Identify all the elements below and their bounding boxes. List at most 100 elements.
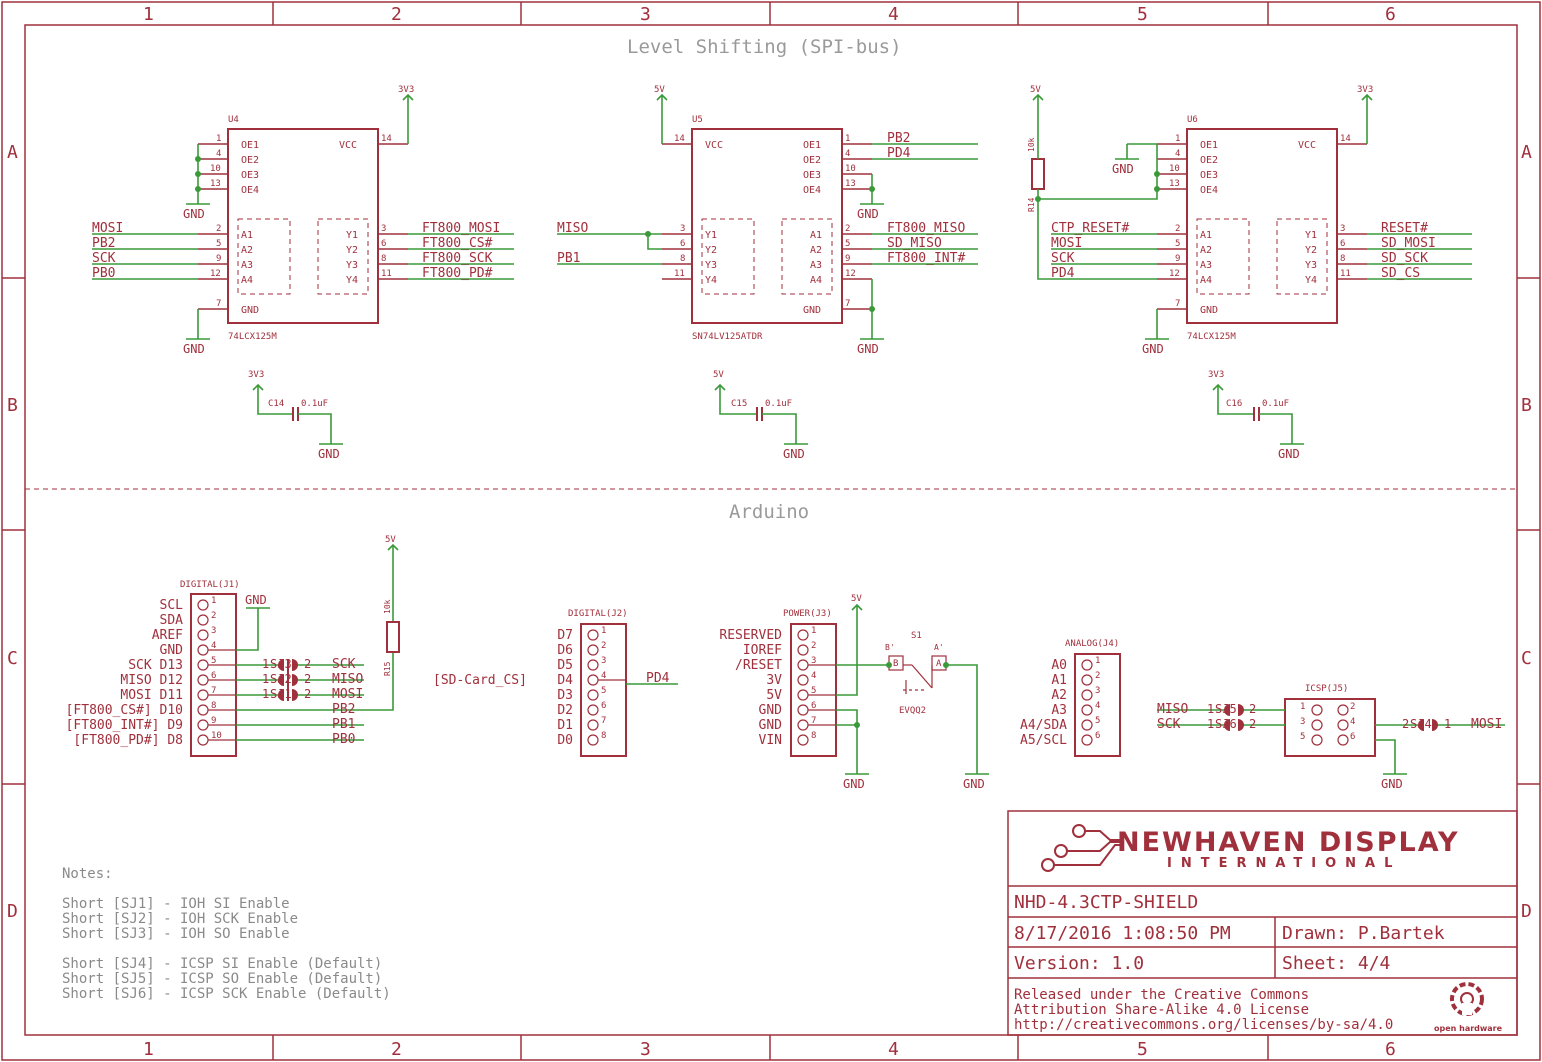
sj2-pin-2: 2 — [304, 672, 311, 686]
u6-vcc-power: 3V3 — [1357, 85, 1373, 95]
section-title-arduino: Arduino — [729, 501, 809, 523]
u5-net-ft800-miso: FT800_MISO — [887, 221, 965, 236]
c14-value: 0.1uF — [301, 399, 328, 409]
j3-pin-5: 5 — [811, 686, 816, 696]
j5-pin-6: 6 — [1350, 732, 1355, 742]
grid-col-5: 5 — [1137, 4, 1148, 25]
u6-pin-1: 1 — [1175, 134, 1180, 144]
u6-pin-12: 12 — [1169, 269, 1180, 279]
u5-a3: A3 — [810, 260, 822, 271]
section-title-level-shifting: Level Shifting (SPI-bus) — [627, 36, 902, 58]
j5-pin-2: 2 — [1350, 702, 1355, 712]
j1-label-d12: MISO D12 — [120, 673, 183, 688]
j3-label-gnd1: GND — [759, 703, 783, 718]
u4-ref: U4 — [228, 115, 239, 125]
j1-net-sck: SCK — [332, 657, 356, 672]
j1-body — [190, 593, 237, 757]
u6-vcc: VCC — [1298, 140, 1316, 151]
j2-pin-3: 3 — [601, 656, 606, 666]
u5-y4: Y4 — [705, 275, 717, 286]
u6-net-pd4: PD4 — [1051, 266, 1075, 281]
open-hardware-gear-icon — [1450, 982, 1484, 1016]
grid-col-2: 2 — [391, 4, 402, 25]
j5-gnd-label: GND — [1381, 777, 1403, 791]
j5-pin-3: 3 — [1300, 717, 1305, 727]
project-name: NHD-4.3CTP-SHIELD — [1014, 892, 1198, 913]
j3-pin-8: 8 — [811, 731, 816, 741]
u5-oe-gnd-label: GND — [857, 207, 879, 221]
u4-a-group — [237, 218, 291, 295]
c14-cap: 3V3 C14 0.1uF GND — [248, 370, 343, 461]
notes-title: Notes: — [62, 866, 113, 882]
j4-label-a1: A1 — [1051, 673, 1067, 688]
sj6-pin-1: 1 — [1207, 717, 1214, 731]
u5-vcc-arrow — [656, 93, 668, 101]
u6-gnd: GND — [1200, 305, 1218, 316]
c15-power: 5V — [713, 370, 724, 380]
j5-pin-5: 5 — [1300, 732, 1305, 742]
s1-a-prime: A' — [934, 643, 944, 652]
sj4-pin-2: 2 — [1402, 717, 1409, 731]
j1-label-gnd: GND — [160, 643, 184, 658]
sj5-pin-1: 1 — [1207, 702, 1214, 716]
j3-label-vin: VIN — [759, 733, 782, 748]
j2-pin-7: 7 — [601, 716, 606, 726]
j1-title: DIGITAL(J1) — [180, 580, 240, 590]
j3-body — [790, 623, 837, 757]
u6-pin-3: 3 — [1340, 224, 1345, 234]
j2-sd-card-tag: [SD-Card_CS] — [433, 673, 527, 688]
u5-buffer: U5 SN74LV125ATDR VCC OE1 OE2 OE3 OE4 Y1 … — [557, 85, 978, 356]
u6-pin-8: 8 — [1340, 254, 1345, 264]
u4-vcc: VCC — [339, 140, 357, 151]
r15-power-arrow — [387, 543, 399, 551]
j3-pin-1: 1 — [811, 626, 816, 636]
u4-y4: Y4 — [346, 275, 358, 286]
u6-a3: A3 — [1200, 260, 1212, 271]
u6-y4: Y4 — [1305, 275, 1317, 286]
u4-pin-1: 1 — [216, 134, 221, 144]
sj3-name: SJ3 — [270, 657, 292, 671]
u6-oe1: OE1 — [1200, 140, 1218, 151]
u4-pin-4: 4 — [216, 149, 221, 159]
u4-pin-2: 2 — [216, 224, 221, 234]
j2-pin-1: 1 — [601, 626, 606, 636]
u4-y3: Y3 — [346, 260, 358, 271]
j2-label-d6: D6 — [557, 643, 573, 658]
u4-pin-5: 5 — [216, 239, 221, 249]
u5-oe2: OE2 — [803, 155, 821, 166]
sj5-name: SJ5 — [1215, 702, 1237, 716]
u5-a1: A1 — [810, 230, 822, 241]
j1-label-sda: SDA — [160, 613, 184, 628]
j5-net-sck: SCK — [1157, 717, 1181, 732]
j1-label-aref: AREF — [152, 628, 183, 643]
u5-a4: A4 — [810, 275, 822, 286]
sj1-pin-2: 2 — [304, 687, 311, 701]
u4-y2: Y2 — [346, 245, 358, 256]
j1-pin-6: 6 — [211, 671, 216, 681]
sj3-jumper — [278, 659, 298, 701]
u6-y3: Y3 — [1305, 260, 1317, 271]
u5-net-miso: MISO — [557, 221, 588, 236]
license-line-3: http://creativecommons.org/licenses/by-s… — [1014, 1017, 1393, 1033]
j1-net-pb0: PB0 — [332, 732, 355, 747]
u4-vcc-arrow — [402, 93, 414, 101]
u6-net-sd-cs: SD_CS — [1381, 266, 1420, 281]
r14-value: 10k — [1027, 137, 1036, 152]
u4-body — [227, 128, 379, 324]
grid-row-c: C — [7, 648, 18, 669]
j3-pin-7: 7 — [811, 716, 816, 726]
grid-col-4-bottom: 4 — [888, 1039, 899, 1060]
u6-buffer: U6 74LCX125M OE1 OE2 OE3 OE4 VCC A1 A2 A… — [1027, 85, 1472, 356]
u4-pin-11: 11 — [381, 269, 392, 279]
j3-5v-arrow — [851, 603, 863, 611]
j4-label-a4-sda: A4/SDA — [1020, 718, 1067, 733]
u5-pin-6: 6 — [680, 239, 685, 249]
r15-resistor — [386, 621, 400, 653]
u4-buffer: U4 74LCX125M OE1 OE2 OE3 OE4 VCC A1 A2 A… — [92, 85, 514, 356]
s1-reset-switch[interactable]: S1 B' A' B A EVQQ2 GND — [885, 631, 989, 791]
u4-y1: Y1 — [346, 230, 358, 241]
u5-oe3: OE3 — [803, 170, 821, 181]
u5-vcc-power: 5V — [654, 85, 665, 95]
version: Version: 1.0 — [1014, 953, 1144, 974]
